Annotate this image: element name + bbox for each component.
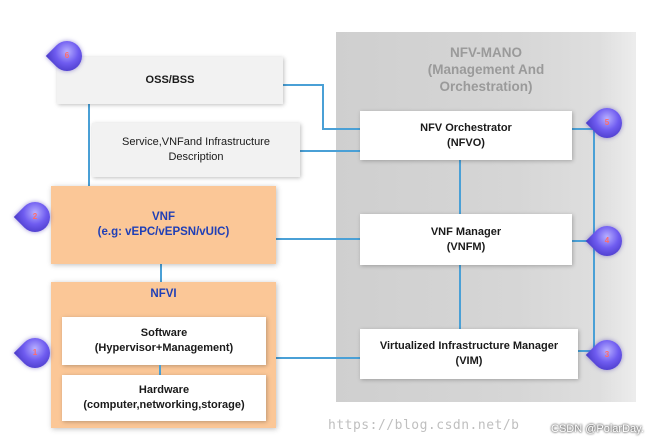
nfvo-line-1: NFV Orchestrator [420,121,512,134]
connector-nfvi-to-vim [276,357,360,359]
connector-software-to-hardware [159,365,161,375]
connector-desc-to-nfvo [300,150,360,152]
oss-bss-label: OSS/BSS [145,74,195,86]
hardware-line-2: (computer,networking,storage) [83,399,245,411]
mano-title-line-1: NFV-MANO [450,45,522,60]
badge-nfvi-number: 1 [32,348,38,357]
mano-title-line-3: Orchestration) [439,79,533,94]
badge-oss-number: 6 [64,51,70,60]
description-box: Service,VNFand Infrastructure Descriptio… [92,123,300,177]
vnf-title: VNF [152,211,175,223]
oss-bss-box: OSS/BSS [57,57,283,104]
badge-vnf-number: 2 [32,212,38,221]
connector-oss-to-nfvo-h1 [283,84,323,86]
badge-nfvo: 5 [585,101,629,145]
vnfm-line-2: (VNFM) [446,240,486,253]
watermark-url: https://blog.csdn.net/b [328,418,520,433]
vim-line-1: Virtualized Infrastructure Manager [379,340,559,352]
software-line-2: (Hypervisor+Management) [94,342,234,354]
connector-oss-to-nfvo-h2 [322,128,360,130]
connector-vim-right [578,350,594,352]
vnf-subtitle: (e.g: vEPC/vEPSN/vUIC) [97,226,230,238]
vnfm-box: VNF Manager (VNFM) [360,214,572,265]
mano-title-line-2: (Management And [427,62,545,77]
nfv-mano-title: NFV-MANO (Management And Orchestration) [336,44,636,95]
connector-oss-to-vnf [88,104,90,186]
nfvi-title: NFVI [150,288,177,300]
badge-vnfm-number: 4 [604,236,610,245]
right-edge-fade [600,0,669,447]
connector-vnfm-right [572,240,594,242]
badge-nfvi: 1 [13,331,57,375]
connector-nfvo-right [572,128,594,130]
hardware-box: Hardware (computer,networking,storage) [62,375,266,421]
badge-vim: 3 [585,333,629,377]
hardware-line-1: Hardware [138,384,190,396]
connector-vnf-to-nfvi [160,264,162,282]
description-line-2: Description [168,151,224,163]
badge-vnfm: 4 [585,219,629,263]
nfvo-line-2: (NFVO) [447,136,485,149]
badge-nfvo-number: 5 [604,118,610,127]
badge-oss: 6 [45,34,89,78]
description-line-1: Service,VNFand Infrastructure [122,136,270,148]
software-box: Software (Hypervisor+Management) [62,317,266,365]
connector-vnf-to-vnfm [276,238,360,240]
badge-vim-number: 3 [604,350,610,359]
badge-vnf: 2 [13,195,57,239]
watermark-credit: CSDN @PolarDay. [551,423,644,435]
software-line-1: Software [140,327,188,339]
connector-vnfm-to-vim [459,265,461,329]
connector-nfvo-to-vnfm [459,160,461,214]
nfvo-box: NFV Orchestrator (NFVO) [360,111,572,160]
vim-box: Virtualized Infrastructure Manager (VIM) [360,329,578,379]
vnfm-line-1: VNF Manager [430,225,502,238]
vim-line-2: (VIM) [455,355,483,367]
vnf-block: VNF (e.g: vEPC/vEPSN/vUIC) [51,186,276,264]
connector-oss-to-nfvo-v [322,84,324,129]
